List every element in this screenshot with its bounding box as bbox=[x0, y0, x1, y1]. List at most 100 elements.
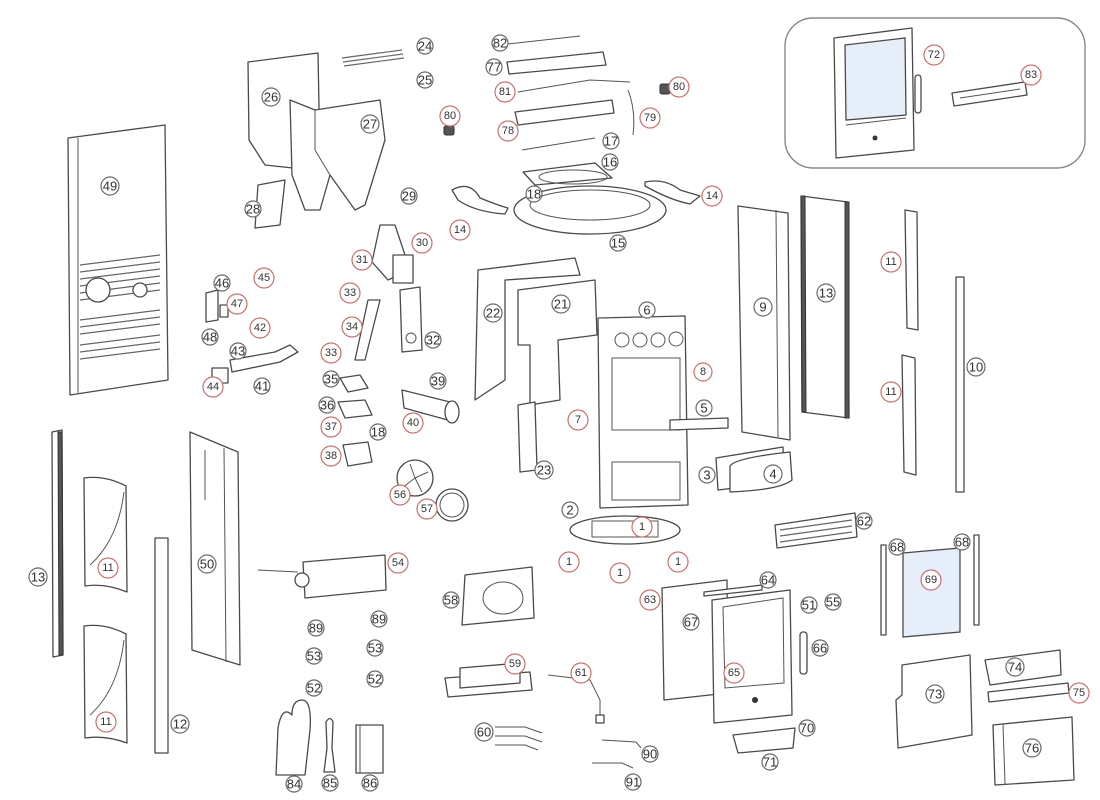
callout-part-55[interactable]: 55 bbox=[824, 593, 842, 611]
callout-part-34[interactable]: 34 bbox=[341, 316, 363, 338]
callout-part-5[interactable]: 5 bbox=[695, 399, 713, 417]
callout-part-66[interactable]: 66 bbox=[811, 639, 829, 657]
callout-part-51[interactable]: 51 bbox=[800, 596, 818, 614]
callout-part-68[interactable]: 68 bbox=[953, 533, 971, 551]
callout-part-40[interactable]: 40 bbox=[402, 412, 424, 434]
callout-part-27[interactable]: 27 bbox=[360, 114, 380, 134]
callout-part-6[interactable]: 6 bbox=[638, 301, 656, 319]
callout-part-74[interactable]: 74 bbox=[1005, 657, 1025, 677]
callout-part-4[interactable]: 4 bbox=[763, 464, 783, 484]
callout-part-81[interactable]: 81 bbox=[494, 81, 516, 103]
callout-part-18[interactable]: 18 bbox=[525, 185, 543, 203]
callout-part-65[interactable]: 65 bbox=[723, 662, 745, 684]
callout-part-7[interactable]: 7 bbox=[567, 409, 589, 431]
callout-part-52[interactable]: 52 bbox=[305, 679, 323, 697]
callout-part-57[interactable]: 57 bbox=[416, 498, 438, 520]
callout-part-32[interactable]: 32 bbox=[424, 331, 442, 349]
callout-part-59[interactable]: 59 bbox=[504, 653, 526, 675]
callout-part-43[interactable]: 43 bbox=[229, 342, 247, 360]
callout-part-83[interactable]: 83 bbox=[1020, 64, 1042, 86]
callout-part-18[interactable]: 18 bbox=[369, 423, 387, 441]
callout-part-17[interactable]: 17 bbox=[602, 132, 620, 150]
callout-part-38[interactable]: 38 bbox=[320, 445, 342, 467]
callout-part-29[interactable]: 29 bbox=[400, 187, 418, 205]
callout-part-26[interactable]: 26 bbox=[261, 87, 281, 107]
callout-part-63[interactable]: 63 bbox=[639, 589, 661, 611]
callout-part-89[interactable]: 89 bbox=[370, 610, 388, 628]
callout-part-58[interactable]: 58 bbox=[442, 591, 460, 609]
callout-part-23[interactable]: 23 bbox=[534, 460, 554, 480]
callout-part-41[interactable]: 41 bbox=[253, 377, 271, 395]
callout-part-60[interactable]: 60 bbox=[474, 722, 494, 742]
callout-part-3[interactable]: 3 bbox=[698, 466, 716, 484]
callout-part-75[interactable]: 75 bbox=[1068, 682, 1090, 704]
callout-part-33[interactable]: 33 bbox=[320, 342, 342, 364]
callout-part-67[interactable]: 67 bbox=[682, 613, 700, 631]
callout-part-84[interactable]: 84 bbox=[285, 775, 303, 793]
callout-part-54[interactable]: 54 bbox=[387, 552, 409, 574]
callout-part-70[interactable]: 70 bbox=[798, 719, 816, 737]
callout-part-53[interactable]: 53 bbox=[366, 639, 384, 657]
callout-part-80[interactable]: 80 bbox=[439, 105, 461, 127]
callout-part-44[interactable]: 44 bbox=[202, 376, 224, 398]
callout-part-22[interactable]: 22 bbox=[483, 303, 503, 323]
callout-part-14[interactable]: 14 bbox=[449, 219, 471, 241]
callout-part-47[interactable]: 47 bbox=[226, 293, 248, 315]
callout-part-72[interactable]: 72 bbox=[923, 44, 945, 66]
callout-part-77[interactable]: 77 bbox=[485, 58, 503, 76]
callout-part-82[interactable]: 82 bbox=[491, 34, 509, 52]
callout-part-42[interactable]: 42 bbox=[249, 317, 271, 339]
callout-part-1[interactable]: 1 bbox=[609, 562, 631, 584]
callout-part-76[interactable]: 76 bbox=[1022, 738, 1042, 758]
callout-part-25[interactable]: 25 bbox=[416, 71, 434, 89]
callout-part-39[interactable]: 39 bbox=[429, 372, 447, 390]
callout-part-50[interactable]: 50 bbox=[197, 554, 217, 574]
callout-part-79[interactable]: 79 bbox=[639, 107, 661, 129]
callout-part-78[interactable]: 78 bbox=[497, 120, 519, 142]
callout-part-13[interactable]: 13 bbox=[816, 283, 836, 303]
callout-part-15[interactable]: 15 bbox=[609, 234, 627, 252]
callout-part-30[interactable]: 30 bbox=[411, 232, 433, 254]
callout-part-90[interactable]: 90 bbox=[641, 745, 659, 763]
callout-part-16[interactable]: 16 bbox=[601, 153, 619, 171]
callout-part-46[interactable]: 46 bbox=[213, 274, 231, 292]
callout-part-73[interactable]: 73 bbox=[925, 684, 945, 704]
callout-part-52[interactable]: 52 bbox=[366, 670, 384, 688]
callout-part-12[interactable]: 12 bbox=[170, 714, 190, 734]
callout-part-21[interactable]: 21 bbox=[551, 294, 571, 314]
callout-part-10[interactable]: 10 bbox=[966, 357, 986, 377]
callout-part-9[interactable]: 9 bbox=[753, 297, 773, 317]
callout-part-64[interactable]: 64 bbox=[759, 571, 777, 589]
callout-part-11[interactable]: 11 bbox=[97, 557, 119, 579]
callout-part-69[interactable]: 69 bbox=[920, 569, 942, 591]
callout-part-13[interactable]: 13 bbox=[28, 567, 48, 587]
callout-part-48[interactable]: 48 bbox=[201, 328, 219, 346]
callout-part-24[interactable]: 24 bbox=[416, 37, 434, 55]
callout-part-85[interactable]: 85 bbox=[321, 774, 339, 792]
callout-part-11[interactable]: 11 bbox=[880, 381, 902, 403]
callout-part-14[interactable]: 14 bbox=[701, 185, 723, 207]
callout-part-28[interactable]: 28 bbox=[244, 200, 262, 218]
callout-part-56[interactable]: 56 bbox=[389, 484, 411, 506]
callout-part-2[interactable]: 2 bbox=[561, 501, 579, 519]
callout-part-71[interactable]: 71 bbox=[761, 753, 779, 771]
callout-part-68[interactable]: 68 bbox=[888, 538, 906, 556]
callout-part-1[interactable]: 1 bbox=[667, 551, 689, 573]
callout-part-61[interactable]: 61 bbox=[570, 662, 592, 684]
callout-part-1[interactable]: 1 bbox=[558, 551, 580, 573]
callout-part-33[interactable]: 33 bbox=[339, 282, 361, 304]
callout-part-8[interactable]: 8 bbox=[693, 362, 713, 382]
callout-part-45[interactable]: 45 bbox=[253, 267, 275, 289]
callout-part-36[interactable]: 36 bbox=[318, 396, 336, 414]
callout-part-80[interactable]: 80 bbox=[668, 76, 690, 98]
callout-part-31[interactable]: 31 bbox=[351, 249, 373, 271]
callout-part-11[interactable]: 11 bbox=[95, 711, 117, 733]
callout-part-62[interactable]: 62 bbox=[855, 512, 873, 530]
callout-part-1[interactable]: 1 bbox=[631, 516, 653, 538]
callout-part-49[interactable]: 49 bbox=[100, 176, 120, 196]
callout-part-86[interactable]: 86 bbox=[361, 774, 379, 792]
callout-part-91[interactable]: 91 bbox=[624, 773, 642, 791]
callout-part-89[interactable]: 89 bbox=[307, 619, 325, 637]
callout-part-11[interactable]: 11 bbox=[880, 251, 902, 273]
callout-part-37[interactable]: 37 bbox=[320, 416, 342, 438]
